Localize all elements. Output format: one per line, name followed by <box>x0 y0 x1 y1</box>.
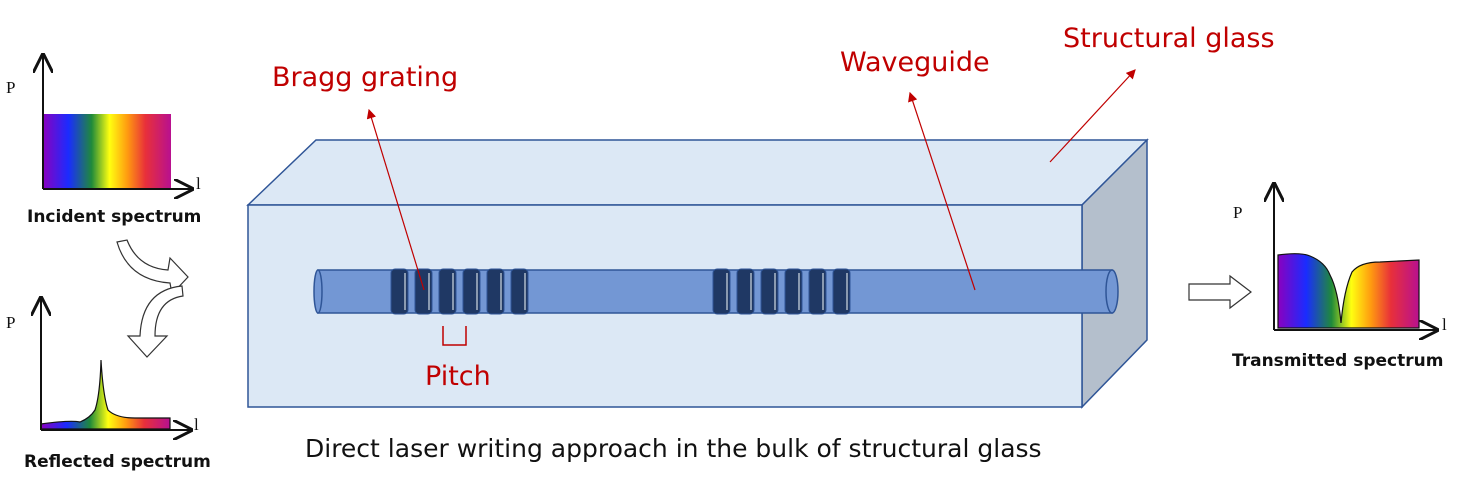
grating-disc <box>712 268 731 315</box>
incident-spectrum-title: Incident spectrum <box>27 207 201 227</box>
y-axis-label: P <box>1233 203 1242 222</box>
grating-disc <box>760 268 779 315</box>
waveguide-label: Waveguide <box>840 47 990 78</box>
curved-arrow-icon <box>126 285 184 358</box>
structural-glass-label: Structural glass <box>1063 23 1275 54</box>
waveguide-end <box>1105 269 1119 314</box>
grating-disc <box>462 268 481 315</box>
grating-disc <box>414 268 433 315</box>
pitch-label: Pitch <box>425 361 491 392</box>
transmitted-spectrum: P l Transmitted spectrum <box>1232 184 1447 371</box>
waveguide-pointer <box>908 91 976 291</box>
y-axis-label: P <box>6 313 15 332</box>
grating-disc <box>832 268 851 315</box>
waveguide-end <box>313 269 323 314</box>
curved-arrow-icon <box>116 239 189 296</box>
y-axis-label: P <box>6 78 15 97</box>
waveguide <box>313 268 1119 315</box>
reflected-spectrum-fill <box>40 359 171 430</box>
grating-disc <box>438 268 457 315</box>
grating-disc <box>736 268 755 315</box>
reflected-spectrum-title: Reflected spectrum <box>24 452 211 472</box>
x-axis-label: l <box>196 174 201 193</box>
x-axis-label: l <box>194 415 199 434</box>
transmitted-spectrum-fill <box>1277 253 1420 329</box>
incident-spectrum-fill <box>43 114 171 188</box>
pitch-bracket <box>442 326 467 346</box>
glass-pointer <box>1049 69 1136 163</box>
bragg-grating-label: Bragg grating <box>272 62 458 93</box>
grating-disc <box>486 268 505 315</box>
grating-disc <box>784 268 803 315</box>
reflected-spectrum: P l Reflected spectrum <box>6 298 211 472</box>
grating-disc <box>390 268 409 315</box>
grating-disc <box>808 268 827 315</box>
incident-spectrum: P l Incident spectrum <box>6 55 201 227</box>
glass-top-face <box>246 139 1149 206</box>
diagram-caption: Direct laser writing approach in the bul… <box>305 434 1042 463</box>
grating-disc <box>510 268 529 315</box>
bragg-pointer <box>366 108 425 291</box>
right-arrow-icon <box>1188 274 1252 310</box>
x-axis-label: l <box>1442 315 1447 334</box>
transmitted-spectrum-title: Transmitted spectrum <box>1232 351 1443 371</box>
